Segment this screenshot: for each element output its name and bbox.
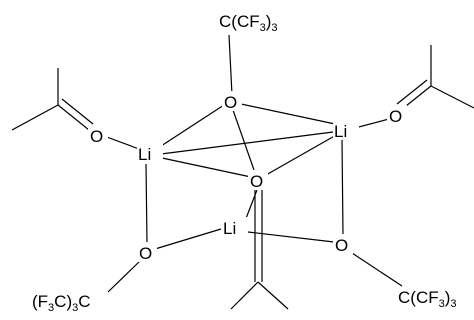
bond-otop-liright xyxy=(240,103,336,125)
bond-otop-lileft xyxy=(157,104,225,149)
bond-right-co-2 xyxy=(396,79,428,105)
bond-obr-c xyxy=(351,252,403,287)
bond-left-o-li xyxy=(103,135,140,150)
label-mask xyxy=(137,242,157,262)
group-labels: C(CF3)3 (F3C)3C C(CF3)3 xyxy=(32,12,457,314)
bond-lileft-liright xyxy=(160,131,334,155)
atom-o-center: O xyxy=(250,172,263,191)
bond-obl-c xyxy=(107,259,142,293)
bond-left-me-down xyxy=(11,104,59,131)
label-mask xyxy=(88,125,108,145)
group-bottom-left-cf3: (F3C)3C xyxy=(32,292,91,314)
bond-libottom-obl xyxy=(154,228,222,250)
atom-labels: O Li Li O Li O O O O xyxy=(88,91,407,263)
bond-lileft-ocenter xyxy=(161,157,252,178)
bond-liright-ocenter xyxy=(265,133,339,176)
atom-li-bottom: Li xyxy=(223,219,236,238)
label-mask xyxy=(333,234,353,254)
atom-o-bottom-left: O xyxy=(139,244,152,263)
bond-bottom-me-right xyxy=(257,281,289,310)
atom-o-ketone-right: O xyxy=(389,107,402,126)
bond-left-co-2 xyxy=(61,98,94,125)
group-top-cf3: C(CF3)3 xyxy=(219,12,278,34)
label-mask xyxy=(222,217,248,237)
bond-top-c-o xyxy=(228,34,233,96)
label-mask xyxy=(222,91,242,111)
atom-li-right: Li xyxy=(334,122,347,141)
atom-o-ketone-left: O xyxy=(90,127,103,146)
atom-li-left: Li xyxy=(138,145,151,164)
bond-otop-ocenter xyxy=(232,109,255,171)
label-mask xyxy=(333,120,359,140)
group-bottom-right-cf3: C(CF3)3 xyxy=(398,288,457,310)
bond-right-o-li xyxy=(354,118,390,129)
bond-libottom-obr xyxy=(247,231,335,243)
bond-left-co-1 xyxy=(57,104,90,131)
label-mask xyxy=(137,143,163,163)
bond-liright-obr xyxy=(341,139,344,236)
bond-right-me-down xyxy=(430,85,474,109)
atom-o-bottom-right: O xyxy=(335,236,348,255)
atom-o-top: O xyxy=(224,93,237,112)
bonds xyxy=(11,34,474,310)
label-mask xyxy=(248,170,268,190)
bond-lileft-obl xyxy=(145,163,148,244)
label-mask xyxy=(387,105,407,125)
bond-bottom-me-left xyxy=(230,281,259,310)
